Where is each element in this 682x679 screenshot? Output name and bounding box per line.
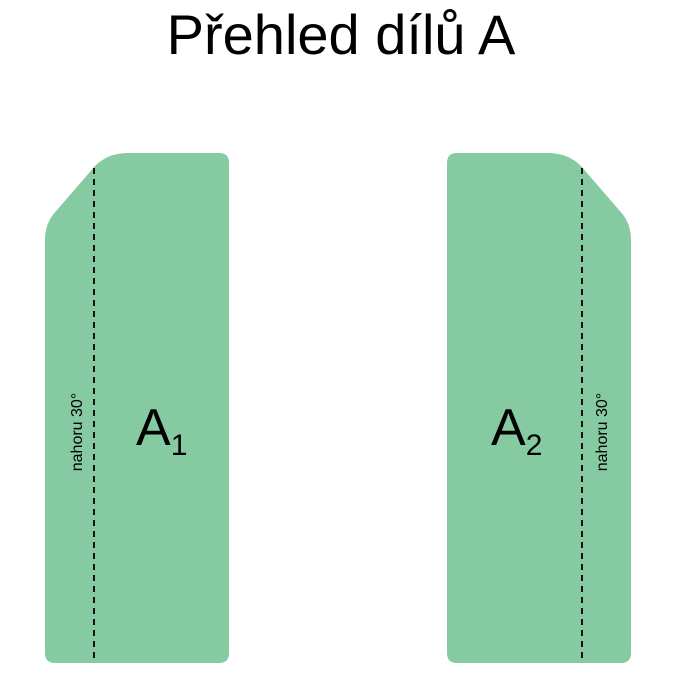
fold-label-a1: nahoru 30° xyxy=(69,393,86,471)
piece-subscript-a2: 2 xyxy=(526,429,543,462)
page-title: Přehled dílů A xyxy=(166,3,516,66)
piece-a1: nahoru 30° A1 xyxy=(45,153,229,663)
piece-a2: nahoru 30° A2 xyxy=(447,153,631,663)
piece-a2-shape xyxy=(447,153,631,663)
piece-letter-a1: A xyxy=(136,399,171,457)
fold-label-a2: nahoru 30° xyxy=(594,393,611,471)
piece-letter-a2: A xyxy=(491,399,526,457)
piece-a1-shape xyxy=(45,153,229,663)
piece-label-a1: A1 xyxy=(136,399,187,462)
piece-label-a2: A2 xyxy=(491,399,542,462)
piece-subscript-a1: 1 xyxy=(171,429,188,462)
